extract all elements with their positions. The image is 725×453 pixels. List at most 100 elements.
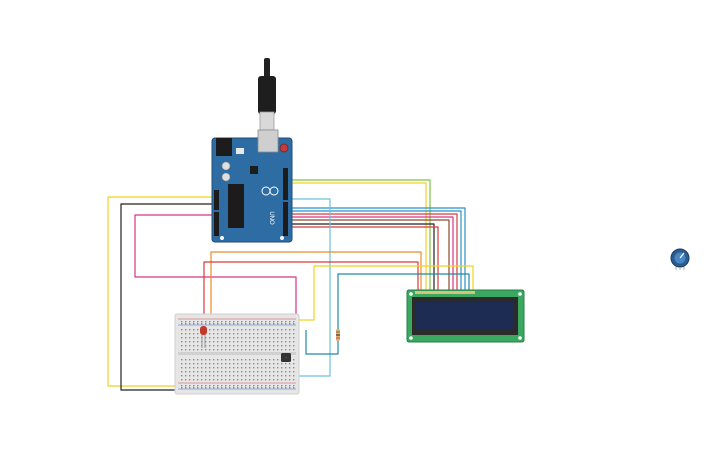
breadboard-hole bbox=[185, 375, 187, 377]
breadboard-hole bbox=[269, 359, 271, 361]
breadboard-hole bbox=[237, 371, 239, 373]
breadboard-hole bbox=[181, 329, 183, 331]
breadboard-hole bbox=[293, 337, 295, 339]
breadboard-hole bbox=[277, 337, 279, 339]
breadboard-hole bbox=[197, 371, 199, 373]
wire-red-led[interactable] bbox=[203, 261, 419, 352]
breadboard-hole bbox=[209, 371, 211, 373]
breadboard-hole bbox=[233, 321, 235, 323]
breadboard-hole bbox=[281, 379, 283, 381]
wire-orange-led[interactable] bbox=[210, 251, 422, 330]
breadboard-hole bbox=[289, 367, 291, 369]
wire-magenta-left[interactable] bbox=[134, 214, 297, 320]
breadboard-hole bbox=[245, 375, 247, 377]
breadboard-hole bbox=[197, 337, 199, 339]
breadboard-hole bbox=[253, 379, 255, 381]
breadboard-hole bbox=[257, 345, 259, 347]
breadboard-hole bbox=[281, 321, 283, 323]
breadboard-hole bbox=[229, 345, 231, 347]
breadboard-hole bbox=[185, 349, 187, 351]
resistor[interactable] bbox=[336, 329, 340, 341]
breadboard-hole bbox=[189, 359, 191, 361]
breadboard-hole bbox=[277, 367, 279, 369]
breadboard-hole bbox=[269, 379, 271, 381]
breadboard-hole bbox=[257, 323, 259, 325]
reset-button[interactable] bbox=[279, 143, 289, 153]
wire-black-left[interactable] bbox=[120, 203, 216, 391]
wire-black-lcd[interactable] bbox=[286, 223, 435, 292]
led[interactable] bbox=[200, 326, 207, 348]
breadboard-hole bbox=[269, 345, 271, 347]
breadboard-hole bbox=[193, 385, 195, 387]
arduino-uno[interactable]: UNO bbox=[211, 129, 293, 243]
breadboard-hole bbox=[181, 385, 183, 387]
wire-magenta-lcd[interactable] bbox=[286, 216, 454, 292]
breadboard-hole bbox=[277, 333, 279, 335]
breadboard-hole bbox=[237, 323, 239, 325]
breadboard-hole bbox=[293, 333, 295, 335]
breadboard-hole bbox=[293, 367, 295, 369]
breadboard-hole bbox=[273, 387, 275, 389]
breadboard-hole bbox=[265, 379, 267, 381]
lcd-16x2[interactable] bbox=[406, 289, 525, 343]
breadboard-hole bbox=[221, 363, 223, 365]
breadboard-hole bbox=[217, 349, 219, 351]
breadboard-hole bbox=[269, 387, 271, 389]
breadboard-hole bbox=[237, 387, 239, 389]
breadboard-hole bbox=[181, 349, 183, 351]
breadboard-hole bbox=[193, 371, 195, 373]
wire-teal-lcd-contrast[interactable] bbox=[305, 273, 470, 355]
breadboard-hole bbox=[285, 341, 287, 343]
breadboard-hole bbox=[253, 321, 255, 323]
breadboard-hole bbox=[249, 363, 251, 365]
usb-cable[interactable] bbox=[258, 58, 276, 131]
breadboard-hole bbox=[249, 375, 251, 377]
wire-green-lcd[interactable] bbox=[286, 179, 431, 292]
breadboard-hole bbox=[181, 321, 183, 323]
breadboard-hole bbox=[249, 323, 251, 325]
breadboard-hole bbox=[261, 341, 263, 343]
breadboard-hole bbox=[189, 379, 191, 381]
breadboard-hole bbox=[285, 329, 287, 331]
breadboard-hole bbox=[225, 387, 227, 389]
breadboard-hole bbox=[273, 321, 275, 323]
breadboard-hole bbox=[285, 387, 287, 389]
temperature-sensor[interactable]: · bbox=[281, 353, 291, 362]
wire-red-lcd-1[interactable] bbox=[286, 213, 458, 292]
breadboard-hole bbox=[197, 345, 199, 347]
breadboard-hole bbox=[193, 323, 195, 325]
breadboard-hole bbox=[265, 375, 267, 377]
wire-yellow-left[interactable] bbox=[107, 196, 216, 387]
breadboard-hole bbox=[197, 387, 199, 389]
potentiometer[interactable] bbox=[670, 248, 690, 270]
breadboard-hole bbox=[237, 321, 239, 323]
wire-lightblue-bb[interactable] bbox=[286, 198, 331, 377]
breadboard-hole bbox=[261, 379, 263, 381]
breadboard-hole bbox=[245, 387, 247, 389]
breadboard-hole bbox=[293, 341, 295, 343]
breadboard-hole bbox=[253, 363, 255, 365]
breadboard-hole bbox=[289, 345, 291, 347]
breadboard-hole bbox=[205, 337, 207, 339]
wire-red-lcd-2[interactable] bbox=[286, 226, 439, 292]
breadboard-hole bbox=[213, 375, 215, 377]
breadboard-hole bbox=[289, 371, 291, 373]
wire-teal-lcd[interactable] bbox=[286, 207, 466, 292]
wire-brown-lcd[interactable] bbox=[286, 219, 450, 292]
breadboard[interactable] bbox=[174, 313, 300, 395]
wire-yellow-lcd[interactable] bbox=[286, 182, 427, 292]
breadboard-hole bbox=[277, 385, 279, 387]
breadboard-hole bbox=[281, 329, 283, 331]
breadboard-hole bbox=[253, 349, 255, 351]
wire-yellow-lcd-pwr[interactable] bbox=[297, 265, 474, 321]
breadboard-hole bbox=[213, 329, 215, 331]
breadboard-hole bbox=[185, 387, 187, 389]
breadboard-hole bbox=[293, 371, 295, 373]
breadboard-hole bbox=[241, 359, 243, 361]
breadboard-hole bbox=[221, 379, 223, 381]
breadboard-hole bbox=[285, 363, 287, 365]
wire-blue-lcd[interactable] bbox=[286, 210, 462, 292]
breadboard-hole bbox=[281, 345, 283, 347]
breadboard-hole bbox=[233, 345, 235, 347]
